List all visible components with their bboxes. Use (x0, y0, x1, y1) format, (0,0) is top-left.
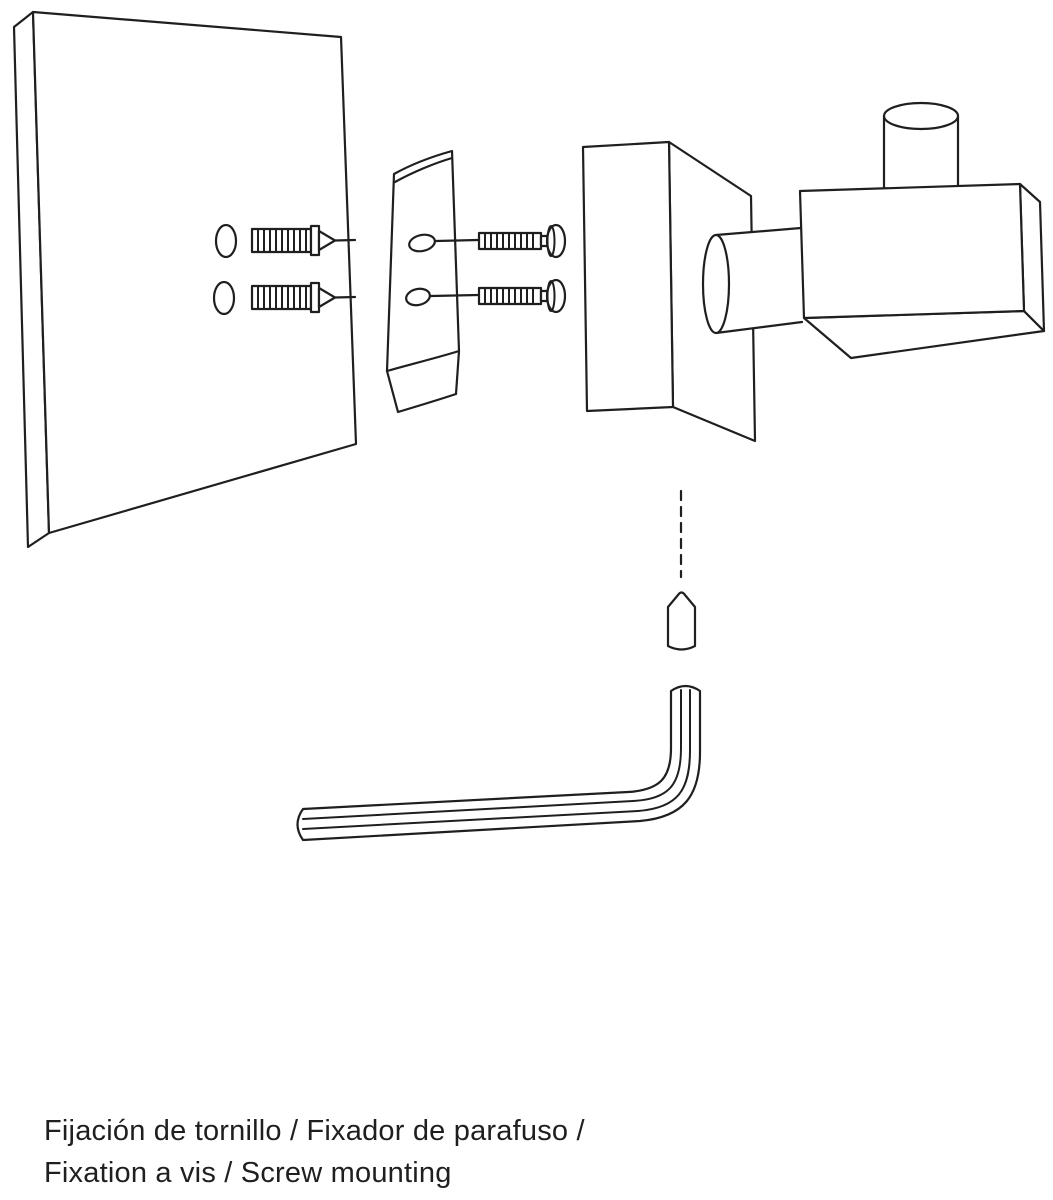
knob-sides (882, 114, 960, 198)
anchor-tip (317, 229, 337, 252)
screw-leader-line (434, 238, 480, 243)
connector-cylinder (701, 226, 804, 335)
plate-hole-top (408, 233, 436, 253)
cylinder-body-fill (716, 228, 802, 333)
plate-hole-bottom (405, 287, 431, 307)
knob-body-fill (884, 116, 958, 195)
anchor-leader-line (333, 238, 357, 242)
caption-line-1: Fijación de tornillo / Fixador de parafu… (44, 1115, 585, 1147)
set-screw (666, 591, 697, 651)
screw-threads (484, 232, 534, 250)
mounting-plate (385, 149, 461, 414)
cylinder-end-cap (701, 233, 731, 335)
fixture-head-bottom-face (802, 309, 1046, 360)
plate-bottom-lip (385, 349, 461, 414)
anchor-ribs (257, 228, 307, 253)
fixture-head (798, 182, 1046, 360)
anchor-collar (309, 281, 321, 314)
wall-hole-top (214, 223, 238, 259)
wall-anchor-bottom (250, 281, 357, 314)
allen-key-facet-line-1 (302, 689, 682, 820)
fixture-knob (882, 101, 960, 198)
wall-anchor-top (250, 224, 357, 257)
screw-threads (484, 287, 534, 305)
anchor-leader-line (333, 295, 357, 299)
screw-leader-line (429, 293, 480, 298)
allen-key-facet-line-2 (302, 689, 691, 830)
caption-line-2: Fixation a vis / Screw mounting (44, 1157, 452, 1189)
allen-key (296, 684, 702, 842)
screw-bottom (429, 278, 567, 314)
anchor-collar (309, 224, 321, 257)
caption: Fijación de tornillo / Fixador de parafu… (44, 1110, 585, 1194)
screw-head-face-line (546, 280, 556, 312)
mount-body-front-face (581, 140, 675, 413)
fixture-head-front-face (798, 182, 1026, 320)
set-screw-body (666, 591, 697, 651)
wall-drill-holes (212, 223, 238, 316)
wall-hole-bottom (212, 280, 236, 316)
cylinder-outline (714, 226, 804, 335)
allen-key-outline (296, 684, 702, 842)
wall-panel (12, 10, 358, 549)
anchor-ribs (257, 285, 307, 310)
screw-head-face-line (546, 225, 556, 257)
plate-face (385, 149, 461, 373)
anchor-tip (317, 286, 337, 309)
plate-top-thickness-line (393, 156, 454, 184)
wall-panel-front-face (31, 10, 358, 535)
knob-top-face (882, 101, 960, 131)
screw-top (434, 223, 567, 259)
